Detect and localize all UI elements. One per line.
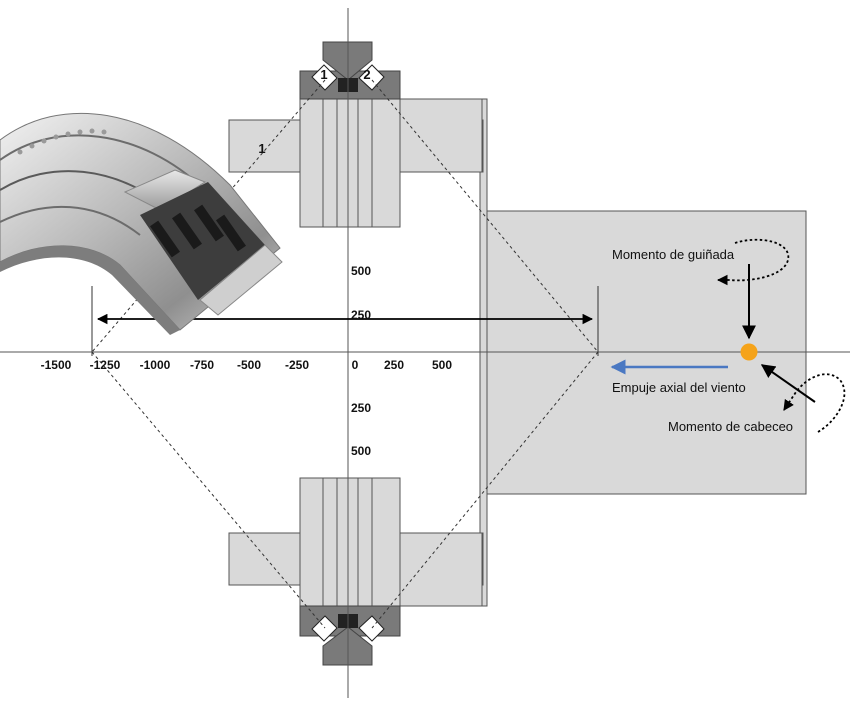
x-tick: -1250 <box>90 358 121 372</box>
upper-bearing-ring-block <box>299 98 401 228</box>
lower-roller-1 <box>311 615 338 642</box>
x-tick: 250 <box>384 358 404 372</box>
bearing-row-2-label: 2 <box>363 67 370 82</box>
pitch-moment-label: Momento de cabeceo <box>668 419 793 434</box>
x-tick: 500 <box>432 358 452 372</box>
upper-bearing-assembly <box>228 41 484 228</box>
x-tick: 0 <box>352 358 359 372</box>
upper-roller-2 <box>358 64 385 91</box>
lower-housing-extension <box>399 532 483 607</box>
cutaway-bearing-icon <box>0 112 283 335</box>
lower-roller-2 <box>358 615 385 642</box>
pitch-force-arrow <box>760 364 816 403</box>
yaw-moment-group: Momento de guiñada <box>612 238 789 340</box>
x-tick: -250 <box>285 358 309 372</box>
load-line-cone <box>91 79 599 629</box>
curved-rotation-arrow-icon <box>783 373 846 433</box>
axial-thrust-label: Empuje axial del viento <box>612 380 746 395</box>
curved-rotation-arrow-icon <box>716 238 789 286</box>
pitch-moment-group: Momento de cabeceo <box>668 364 846 434</box>
y-tick: 250 <box>351 401 371 415</box>
yaw-moment-label: Momento de guiñada <box>612 247 735 262</box>
force-application-point <box>740 343 758 361</box>
upper-housing-extension <box>399 98 483 173</box>
y-tick: 500 <box>351 264 371 278</box>
lower-bearing-assembly <box>228 477 484 666</box>
y-tick: 500 <box>351 444 371 458</box>
x-tick: -750 <box>190 358 214 372</box>
bearing-row-1-label: 1 <box>320 67 327 82</box>
y-axis-ticks: 500 250 250 500 <box>351 264 371 458</box>
y-tick: 250 <box>351 308 371 322</box>
inset-row-label: 1 <box>258 141 265 156</box>
axial-thrust-group: Empuje axial del viento <box>610 359 746 395</box>
x-tick: -1500 <box>41 358 72 372</box>
x-tick: -1000 <box>140 358 171 372</box>
lower-bearing-ring-block <box>299 477 401 607</box>
x-axis-ticks: -1500 -1250 -1000 -750 -500 -250 0 250 5… <box>41 358 453 372</box>
x-tick: -500 <box>237 358 261 372</box>
